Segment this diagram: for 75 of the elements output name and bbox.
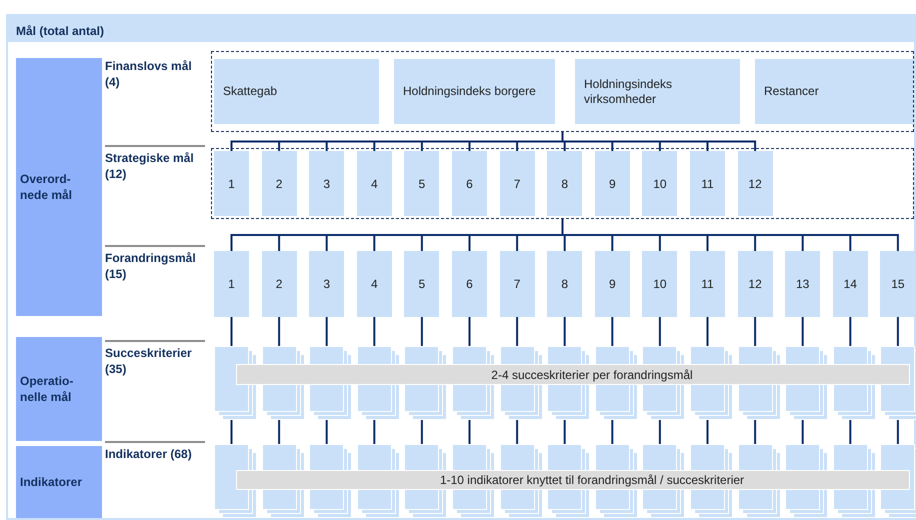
goal-box: 9 (594, 251, 630, 317)
connector-line (278, 317, 280, 346)
goal-box: 11 (690, 151, 725, 216)
goal-box: 6 (452, 251, 487, 317)
goal-box: 4 (356, 251, 392, 317)
connector-line (373, 420, 376, 444)
goal-box: 11 (690, 251, 725, 317)
dashed-group (211, 51, 914, 132)
goal-box: 7 (500, 251, 535, 317)
connector-line (564, 420, 566, 444)
connector-line (658, 317, 661, 346)
connector-line (516, 420, 518, 444)
goal-box: 2 (262, 151, 297, 216)
goal-box: 12 (738, 251, 773, 317)
connector-line (754, 420, 756, 444)
goal-box: Holdningsindeks virksomheder (575, 59, 740, 124)
category-box: Overord- nede mål (16, 58, 102, 316)
goal-box: 9 (594, 151, 630, 216)
goal-box: 4 (356, 151, 392, 216)
goal-box: Restancer (755, 59, 913, 124)
connector-line (611, 420, 614, 444)
connector-line (849, 420, 852, 444)
goal-box: 7 (500, 151, 535, 216)
connector-line (326, 420, 328, 444)
goal-box: 12 (738, 151, 773, 216)
goal-box: 1 (214, 251, 249, 317)
connector-line (420, 420, 423, 444)
connector-line (468, 317, 470, 346)
connector-line (802, 420, 804, 444)
goal-box: Skattegab (214, 59, 379, 124)
goal-box: 5 (404, 151, 440, 216)
connector-line (230, 420, 232, 444)
connector-line (326, 317, 328, 346)
connector-line (278, 420, 280, 444)
connector-line (706, 317, 708, 346)
goal-box: 15 (880, 251, 916, 317)
connector-line (611, 317, 614, 346)
row-label: Finanslovs mål (4) (105, 58, 193, 90)
row-label: Succeskriterier (35) (105, 345, 193, 377)
connector-line (373, 317, 376, 346)
dashed-group (211, 148, 914, 219)
row-label: Forandringsmål (15) (105, 250, 197, 282)
connector-line (658, 420, 661, 444)
goal-box: 8 (547, 251, 582, 317)
goal-box: 10 (642, 151, 678, 216)
goal-box: 14 (832, 251, 868, 317)
connector-line (564, 317, 566, 346)
goal-box: 2 (262, 251, 297, 317)
row-label: Indikatorer (68) (105, 446, 193, 462)
panel-title: Mål (total antal) (16, 23, 104, 40)
connector-line (420, 317, 423, 346)
connector-line (754, 317, 756, 346)
goal-box: 5 (404, 251, 440, 317)
goal-box: 6 (452, 151, 487, 216)
connector-line (849, 317, 852, 346)
connector-line (230, 317, 232, 346)
connector-line (896, 317, 899, 346)
outer-panel (6, 14, 916, 520)
connector-line (706, 420, 708, 444)
connector-line (468, 420, 470, 444)
connector-line (802, 317, 804, 346)
category-box: Indikatorer (16, 446, 102, 518)
goal-box: 10 (642, 251, 678, 317)
connector-line (516, 317, 518, 346)
note-bar: 2-4 succeskriterier per forandringsmål (236, 364, 910, 385)
category-box: Operatio- nelle mål (16, 337, 102, 441)
goal-box: 3 (309, 151, 344, 216)
goal-box: 13 (785, 251, 820, 317)
note-bar: 1-10 indikatorer knyttet til forandringsmål / succeskriterier (236, 470, 910, 490)
goal-box: Holdningsindeks borgere (394, 59, 555, 124)
connector-line (896, 420, 899, 444)
goal-box: 8 (547, 151, 582, 216)
goal-box: 3 (309, 251, 344, 317)
goal-box: 1 (214, 151, 249, 216)
row-label: Strategiske mål (12) (105, 150, 195, 182)
